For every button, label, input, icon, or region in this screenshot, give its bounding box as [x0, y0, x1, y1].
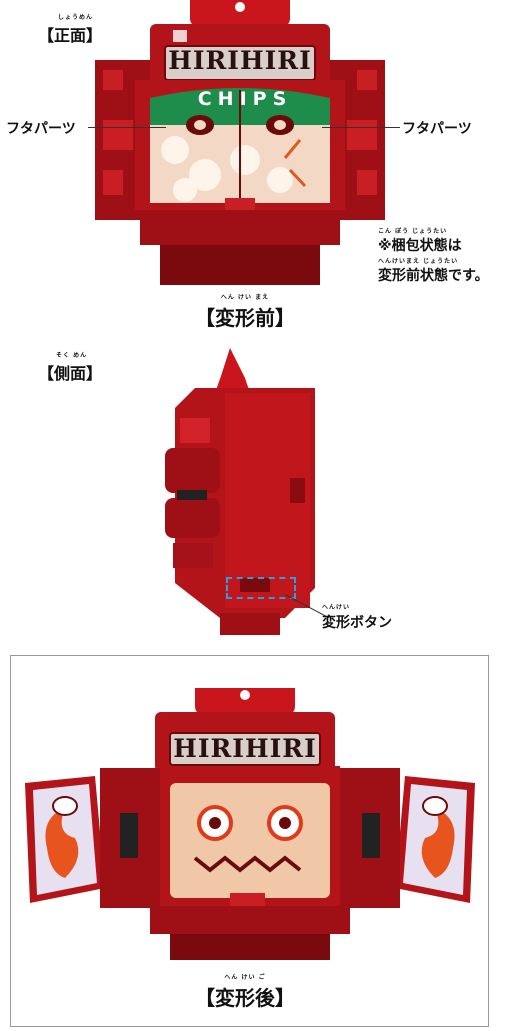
transform-button-callout: へんけい 変形ボタン [322, 604, 392, 632]
after-stand [170, 934, 330, 960]
left-lid-callout: フタパーツ [6, 121, 76, 137]
after-caption: へん けい ご 【変形後】 [170, 974, 320, 1011]
transform-button-highlight [226, 577, 296, 599]
before-caption: へん けい まえ 【変形前】 [170, 294, 320, 331]
after-base [150, 906, 350, 934]
side-product-illustration [165, 348, 315, 635]
note-line-2: 変形前状態です。 [378, 268, 489, 284]
right-flame-icon [421, 808, 455, 878]
front-view-label: しょうめん 【正面】 [38, 14, 102, 46]
before-caption-ruby: へん けい まえ [220, 294, 270, 301]
packaging-note: こん ぽう じょうたい ※梱包状態は へんけいまえ じょうたい 変形前状態です。 [378, 228, 489, 286]
right-lid-callout: フタパーツ [402, 121, 472, 137]
after-brand-plate [169, 732, 321, 766]
button-callout-text: 変形ボタン [322, 615, 392, 631]
right-lid-leader [322, 127, 400, 128]
left-flame-icon [45, 808, 79, 878]
hinge-lower [165, 498, 220, 538]
after-caption-text: 【変形後】 [195, 986, 295, 1010]
front-view-ruby: しょうめん [58, 14, 94, 21]
note-line-1: ※梱包状態は [378, 238, 462, 254]
after-brand-text: HIRIHIRI [173, 734, 317, 763]
chip-face [170, 783, 330, 898]
before-caption-text: 【変形前】 [195, 306, 295, 330]
face-mouth [193, 855, 302, 873]
button-ruby: へんけい [322, 604, 351, 611]
after-section-frame [10, 655, 489, 1027]
after-hang-tag [195, 688, 295, 714]
side-stand [220, 613, 280, 635]
hang-hole [235, 2, 245, 12]
front-base [140, 210, 340, 245]
after-product-illustration [25, 688, 475, 960]
note-ruby-1: こん ぽう じょうたい [378, 228, 448, 235]
hinge-upper [165, 448, 220, 493]
note-ruby-2: へんけいまえ じょうたい [378, 258, 459, 265]
side-top-spike [215, 348, 250, 393]
side-view-label: そく めん 【側面】 [38, 352, 102, 384]
after-caption-ruby: へん けい ご [224, 974, 266, 981]
side-view-ruby: そく めん [56, 352, 88, 359]
side-view-title: 【側面】 [38, 364, 103, 383]
maker-logo [173, 30, 187, 42]
left-lid-leader [88, 127, 166, 128]
chips-text: CHIPS [197, 88, 293, 110]
hang-tag [190, 0, 290, 26]
front-stand [160, 245, 320, 285]
front-brand-text: HIRIHIRI [168, 46, 312, 75]
transform-button[interactable] [240, 578, 270, 592]
front-product-illustration [95, 0, 385, 285]
front-view-title: 【正面】 [38, 26, 103, 45]
